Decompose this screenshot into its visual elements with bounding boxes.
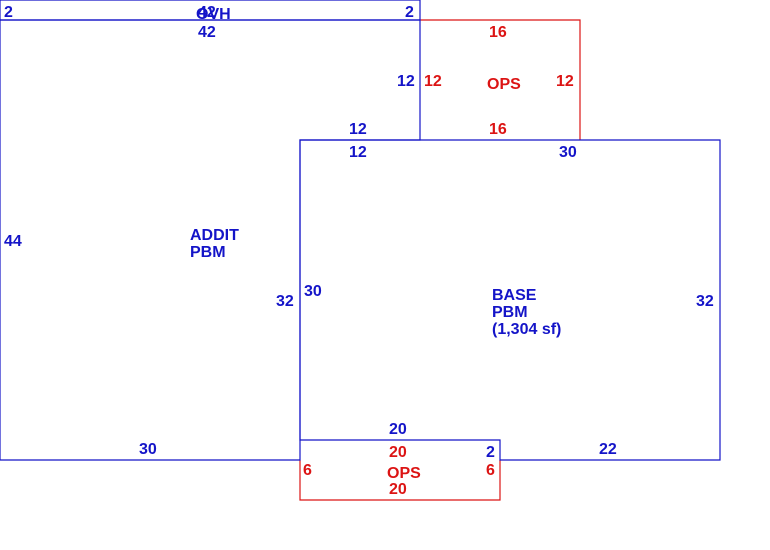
base-label-line3: (1,304 sf) <box>492 321 561 338</box>
ovh-dim-bottom: 42 <box>198 24 216 41</box>
base-dim-top-right: 30 <box>559 144 577 161</box>
base-dim-top-left: 12 <box>349 144 367 161</box>
ops-top-dim-right: 12 <box>556 73 574 90</box>
addit-dim-notch-side: 12 <box>397 73 415 90</box>
ops-bottom-dim-right: 6 <box>486 462 495 479</box>
base-dim-left: 30 <box>304 283 322 300</box>
ovh-dim-left: 2 <box>4 4 13 21</box>
ops-top-name: OPS <box>487 76 521 93</box>
ovh-dim-right: 2 <box>405 4 414 21</box>
base-outline <box>299 139 721 461</box>
ops-top-outline <box>420 19 581 140</box>
ops-bottom-name: OPS <box>387 465 421 482</box>
addit-dim-notch-top: 12 <box>349 121 367 138</box>
ops-bottom-outline <box>299 460 501 501</box>
base-dim-bottom-step: 2 <box>486 444 495 461</box>
base-dim-bottom-right: 22 <box>599 441 617 458</box>
ops-bottom-dim-bottom: 20 <box>389 481 407 498</box>
ops-top-dim-left: 12 <box>424 73 442 90</box>
base-dim-right: 32 <box>696 293 714 310</box>
addit-dim-bottom: 30 <box>139 441 157 458</box>
ops-bottom-dim-top: 20 <box>389 444 407 461</box>
addit-label-line1: ADDIT <box>190 227 239 244</box>
base-label-line1: BASE <box>492 287 537 304</box>
ovh-name: OVH <box>196 6 231 23</box>
addit-label-line2: PBM <box>190 244 226 261</box>
base-label-line2: PBM <box>492 304 528 321</box>
base-dim-bottom-left: 20 <box>389 421 407 438</box>
ops-top-dim-top: 16 <box>489 24 507 41</box>
ovh-dim-top: 42 <box>198 4 216 21</box>
ops-bottom-dim-left: 6 <box>303 462 312 479</box>
addit-dim-left: 44 <box>4 233 22 250</box>
addit-dim-right-lower: 32 <box>276 293 294 310</box>
ops-top-dim-bottom: 16 <box>489 121 507 138</box>
